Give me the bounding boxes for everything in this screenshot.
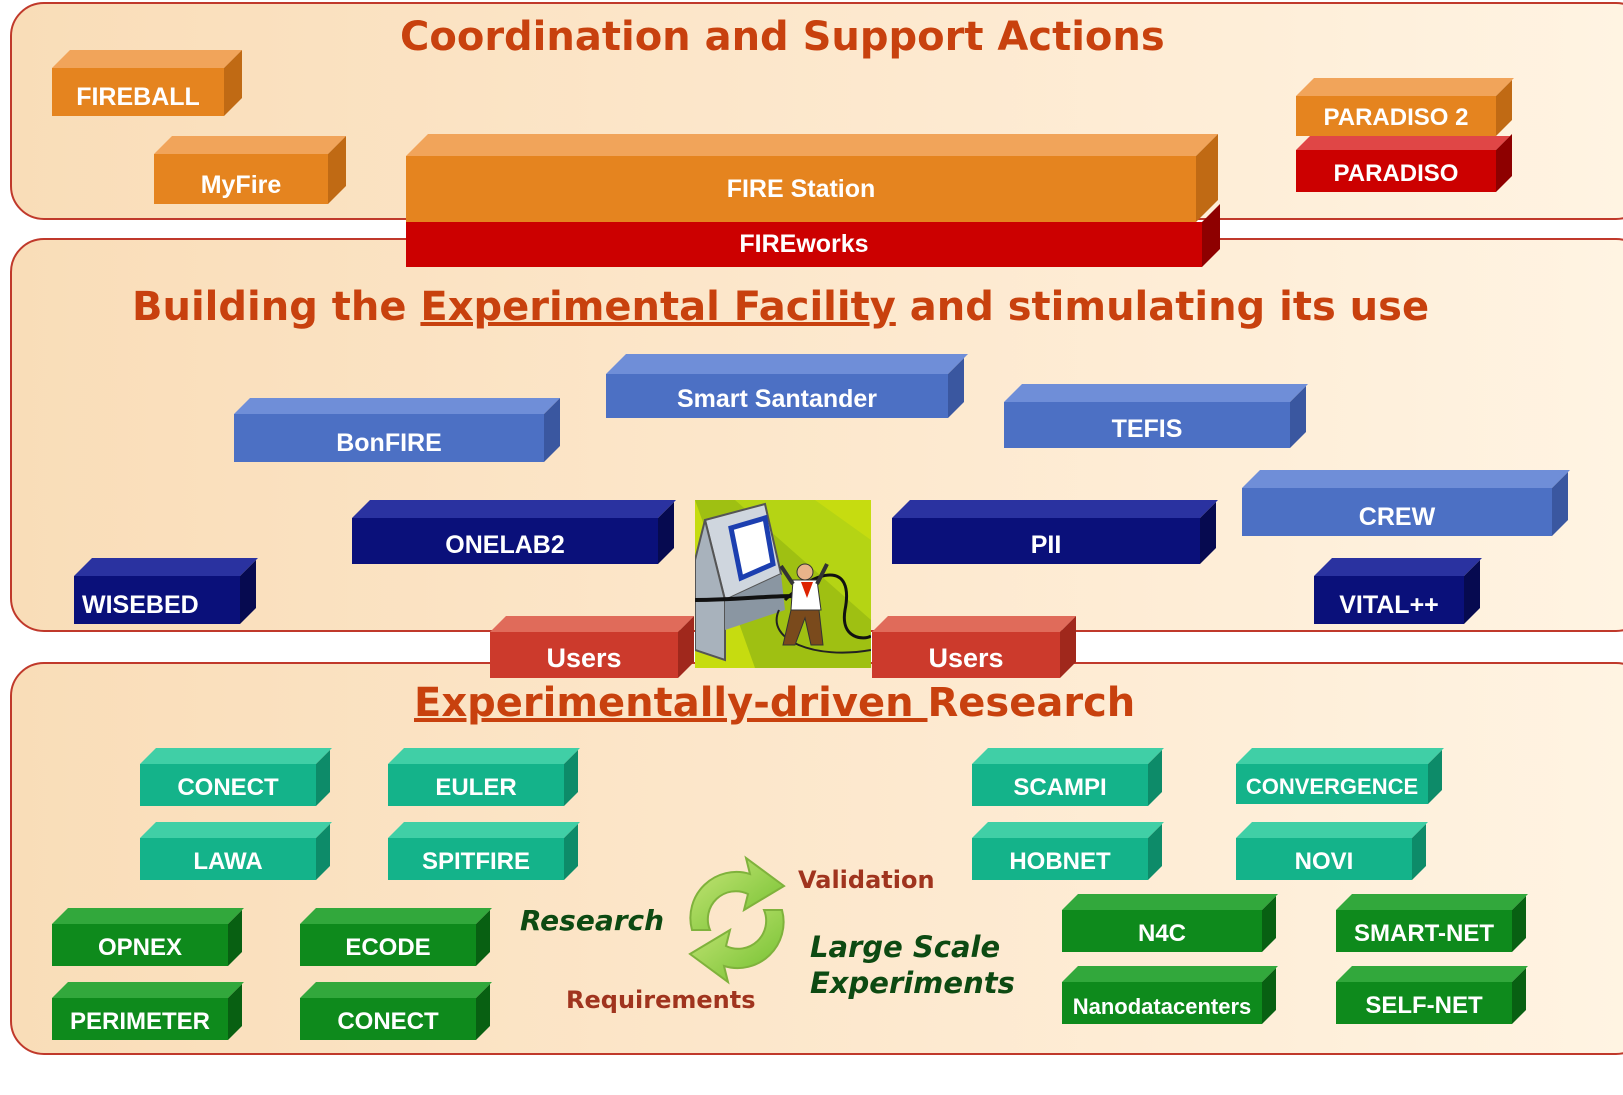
spitfire-label: SPITFIRE	[421, 848, 530, 875]
paradiso-box[interactable]: PARADISO	[1296, 134, 1512, 192]
bonfire-box[interactable]: BonFIRE	[234, 398, 560, 462]
csa-heading: Coordination and Support Actions	[400, 14, 1165, 60]
facility-heading-post: and stimulating its use	[895, 284, 1430, 330]
users-right-label: Users	[928, 643, 1004, 673]
spitfire-box[interactable]: SPITFIRE	[388, 822, 580, 880]
fire-station-label: FIRE Station	[726, 174, 876, 203]
novi-box[interactable]: NOVI	[1236, 822, 1428, 880]
vital-box[interactable]: VITAL++	[1314, 558, 1482, 624]
scampi-label: SCAMPI	[1013, 774, 1107, 801]
lawa-label: LAWA	[193, 848, 263, 875]
pii-box[interactable]: PII	[892, 500, 1218, 564]
conect-2-label: CONECT	[337, 1008, 439, 1035]
users-right-box[interactable]: Users	[872, 616, 1076, 678]
users-left-box[interactable]: Users	[490, 616, 694, 678]
smart-net-box[interactable]: SMART-NET	[1336, 894, 1528, 952]
facility-heading-pre: Building the	[132, 284, 421, 330]
ecode-box[interactable]: ECODE	[300, 908, 492, 966]
research-heading-link[interactable]: Experimentally-driven	[414, 680, 928, 726]
bonfire-label: BonFIRE	[336, 429, 442, 457]
self-net-label: SELF-NET	[1365, 992, 1483, 1019]
n4c-label: N4C	[1137, 920, 1186, 947]
paradiso-label: PARADISO	[1333, 160, 1459, 187]
smart-santander-box[interactable]: Smart Santander	[606, 354, 968, 418]
cycle-arrows-icon	[672, 852, 802, 988]
fireball-box[interactable]: FIREBALL	[52, 50, 242, 116]
wisebed-box[interactable]: WISEBED	[74, 558, 258, 624]
myfire-box[interactable]: MyFire	[154, 136, 346, 204]
researcher-computer-illustration	[694, 500, 872, 668]
onelab2-box[interactable]: ONELAB2	[352, 500, 676, 564]
cycle-large-scale-label: Large Scale	[810, 930, 1001, 964]
fireball-label: FIREBALL	[76, 83, 200, 111]
fire-station-box[interactable]: FIRE Station	[406, 134, 1218, 222]
pii-label: PII	[1030, 531, 1062, 559]
research-heading-post: Research	[927, 680, 1136, 726]
tefis-box[interactable]: TEFIS	[1004, 384, 1308, 448]
conect-1-label: CONECT	[177, 774, 279, 801]
tefis-label: TEFIS	[1111, 415, 1183, 443]
opnex-box[interactable]: OPNEX	[52, 908, 244, 966]
paradiso2-label: PARADISO 2	[1323, 104, 1469, 131]
conect-1-box[interactable]: CONECT	[140, 748, 332, 806]
wisebed-label: WISEBED	[82, 591, 199, 619]
convergence-box[interactable]: CONVERGENCE	[1236, 748, 1444, 804]
n4c-box[interactable]: N4C	[1062, 894, 1278, 952]
euler-box[interactable]: EULER	[388, 748, 580, 806]
euler-label: EULER	[435, 774, 517, 801]
crew-label: CREW	[1358, 503, 1436, 531]
perimeter-label: PERIMETER	[69, 1008, 210, 1035]
research-heading: Experimentally-driven Research	[414, 680, 1135, 726]
cycle-research-label: Research	[520, 904, 665, 937]
nanodatacenters-box[interactable]: Nanodatacenters	[1062, 966, 1278, 1024]
paradiso2-box[interactable]: PARADISO 2	[1296, 78, 1514, 136]
fireworks-label: FIREworks	[739, 230, 869, 258]
scampi-box[interactable]: SCAMPI	[972, 748, 1164, 806]
lawa-box[interactable]: LAWA	[140, 822, 332, 880]
myfire-label: MyFire	[200, 171, 282, 199]
cycle-experiments-label: Experiments	[810, 966, 1015, 1000]
convergence-label: CONVERGENCE	[1245, 774, 1419, 799]
conect-2-box[interactable]: CONECT	[300, 982, 492, 1040]
facility-heading: Building the Experimental Facility and s…	[132, 284, 1429, 330]
crew-box[interactable]: CREW	[1242, 470, 1570, 536]
smart-net-label: SMART-NET	[1354, 920, 1494, 947]
smart-santander-label: Smart Santander	[676, 385, 878, 413]
hobnet-label: HOBNET	[1009, 848, 1111, 875]
nanodatacenters-label: Nanodatacenters	[1072, 994, 1252, 1019]
fireworks-box[interactable]: FIREworks	[406, 204, 1220, 267]
self-net-box[interactable]: SELF-NET	[1336, 966, 1528, 1024]
cycle-requirements-label: Requirements	[566, 986, 756, 1014]
facility-heading-link[interactable]: Experimental Facility	[420, 284, 896, 330]
users-left-label: Users	[546, 643, 622, 673]
hobnet-box[interactable]: HOBNET	[972, 822, 1164, 880]
onelab2-label: ONELAB2	[445, 531, 565, 559]
cycle-validation-label: Validation	[798, 866, 935, 894]
perimeter-box[interactable]: PERIMETER	[52, 982, 244, 1040]
novi-label: NOVI	[1294, 848, 1354, 875]
opnex-label: OPNEX	[97, 934, 183, 961]
vital-label: VITAL++	[1339, 591, 1439, 619]
ecode-label: ECODE	[345, 934, 431, 961]
